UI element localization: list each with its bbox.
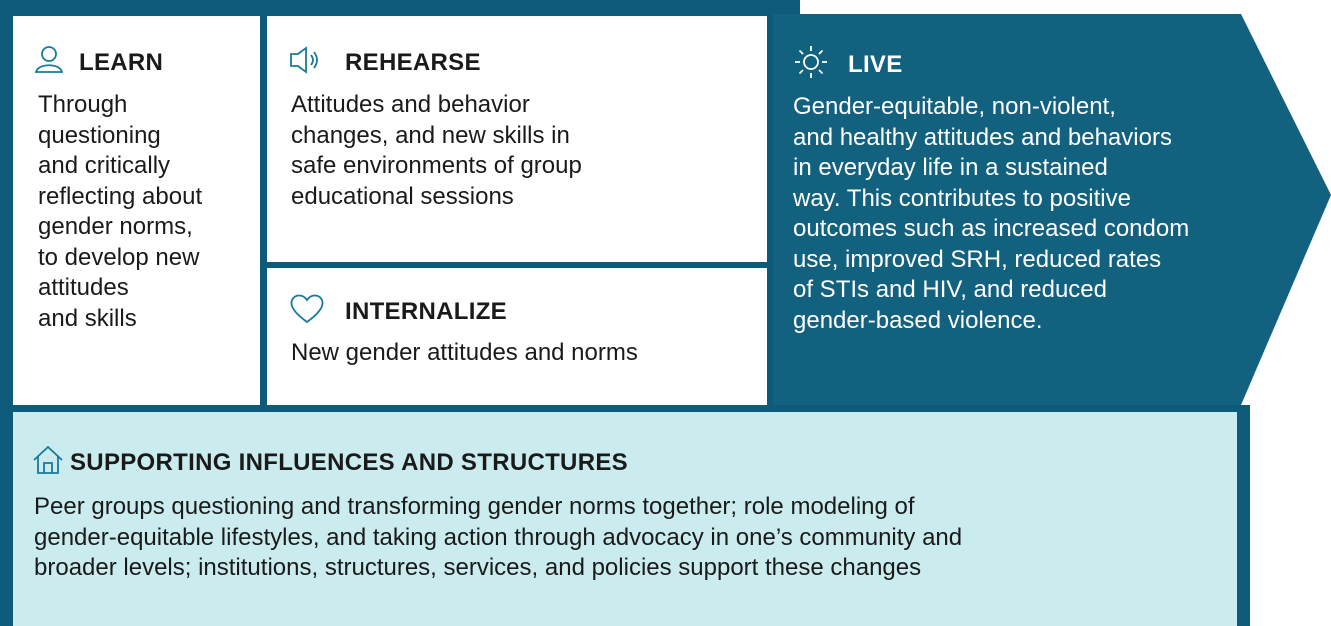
support-cell <box>13 412 1237 626</box>
internalize-heading: INTERNALIZE <box>289 293 749 330</box>
person-icon <box>33 45 65 80</box>
support-heading: SUPPORTING INFLUENCES AND STRUCTURES <box>32 445 1286 480</box>
support-title: SUPPORTING INFLUENCES AND STRUCTURES <box>70 448 628 476</box>
learn-text: Through questioning and critically refle… <box>38 91 203 332</box>
learn-title: LEARN <box>79 48 164 76</box>
internalize-title: INTERNALIZE <box>345 297 507 325</box>
live-panel: LIVE Gender-equitable, non-violent, and … <box>793 45 1294 405</box>
learn-heading: LEARN <box>33 45 253 80</box>
live-title: LIVE <box>848 50 903 78</box>
internalize-panel: INTERNALIZE New gender attitudes and nor… <box>289 293 749 393</box>
learn-panel: LEARN Through questioning and critically… <box>33 45 253 395</box>
heart-icon <box>289 293 325 330</box>
live-arrow <box>773 14 1331 405</box>
sun-icon <box>794 45 828 84</box>
rehearse-cell <box>267 16 767 262</box>
rehearse-title: REHEARSE <box>345 48 481 76</box>
live-text: Gender-equitable, non-violent, and healt… <box>793 93 1190 334</box>
support-text: Peer groups questioning and transforming… <box>34 493 963 581</box>
learn-cell <box>13 16 260 405</box>
support-panel: SUPPORTING INFLUENCES AND STRUCTURES Pee… <box>33 445 1286 605</box>
live-heading: LIVE <box>794 45 1294 84</box>
rehearse-panel: REHEARSE Attitudes and behavior changes,… <box>289 45 749 245</box>
speaker-icon <box>289 45 323 80</box>
house-icon <box>32 445 64 480</box>
internalize-text: New gender attitudes and norms <box>291 339 638 366</box>
rehearse-heading: REHEARSE <box>289 45 749 80</box>
rehearse-text: Attitudes and behavior changes, and new … <box>291 91 582 210</box>
internalize-cell <box>267 268 767 405</box>
